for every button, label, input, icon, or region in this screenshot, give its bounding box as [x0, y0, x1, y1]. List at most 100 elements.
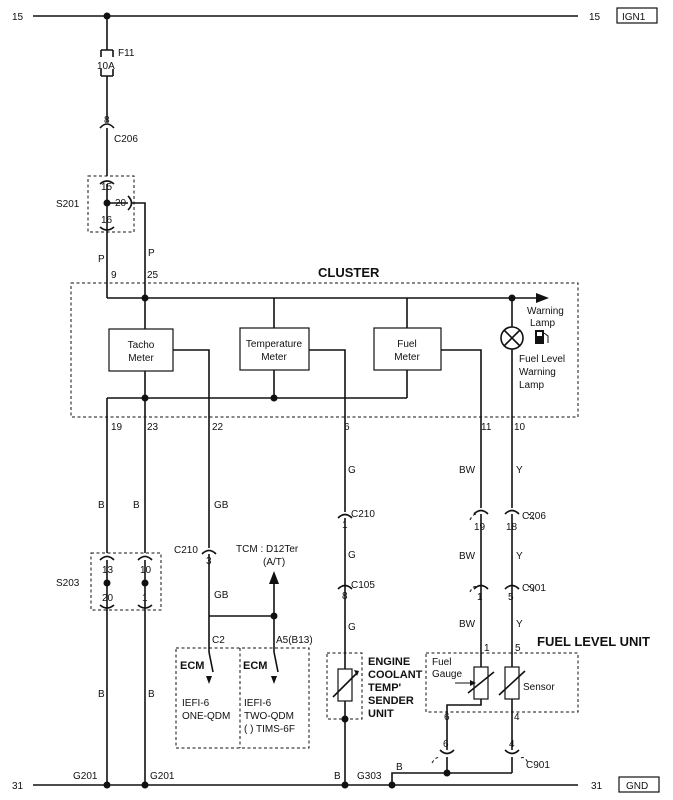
sensor-label: Sensor [523, 682, 555, 693]
fuel-label-2: Meter [394, 352, 420, 363]
c206-right-label: C206 [522, 511, 546, 522]
connector-c206-top [99, 123, 115, 129]
fuel-unit-pin-4: 4 [514, 712, 520, 723]
wiper-arrow-icon [470, 680, 476, 686]
wire-color-b1: B [98, 500, 105, 511]
c206-pin: 8 [104, 115, 110, 126]
gnd-tag-box [618, 776, 660, 793]
ecm-left-pin: C2 [212, 635, 225, 646]
connector-c206-right [469, 514, 535, 521]
wire-color-y1: Y [516, 465, 523, 476]
wire-color-g2: G [348, 550, 356, 561]
arrow-up-icon [269, 571, 279, 584]
c901-pin-4: 4 [509, 739, 515, 750]
cluster-pin-25: 25 [147, 270, 159, 281]
sender-label-4: SENDER [368, 695, 414, 707]
connector-c105 [337, 584, 353, 590]
wire-color-b4: B [148, 689, 155, 700]
ecm-right-pin: A5(B13) [276, 635, 313, 646]
cluster-pin-6: 6 [344, 422, 350, 433]
wire-color-p2: P [148, 248, 155, 259]
tacho-meter-box [108, 328, 174, 372]
fuse-icon [100, 49, 114, 57]
fuel-gauge-label-2: Gauge [432, 669, 462, 680]
cluster-pin-19: 19 [111, 422, 123, 433]
warning-lamp-label-1: Warning [527, 306, 564, 317]
c206-label: C206 [114, 134, 138, 145]
cluster-box [70, 282, 579, 418]
wire-color-p1: P [98, 254, 105, 265]
wire-color-y3: Y [516, 619, 523, 630]
ecm-right-line-1: IEFI-6 [244, 698, 272, 709]
wire-color-gb1: GB [214, 500, 229, 511]
wire-color-bw2: BW [459, 551, 476, 562]
temp-label-1: Temperature [246, 339, 303, 350]
c901-pin-6: 6 [443, 739, 449, 750]
gnd-tag: GND [626, 781, 648, 792]
fuse-rating: 10A [97, 61, 115, 72]
c901-pin-1: 1 [477, 592, 483, 603]
fuel-unit-pin-6: 6 [444, 712, 450, 723]
fuel-warn-label-1: Fuel Level [519, 354, 565, 365]
rail-label-bottom-right: 31 [591, 781, 603, 792]
fuel-unit-title: FUEL LEVEL UNIT [537, 634, 650, 649]
ecm-box [175, 647, 310, 749]
ecm-right-line-2: TWO-QDM [244, 711, 294, 722]
ecm-left-title: ECM [180, 660, 204, 672]
switch-icon [208, 651, 214, 673]
temperature-meter-box [239, 327, 310, 371]
s201-label: S201 [56, 199, 80, 210]
c210-g-label: C210 [351, 509, 375, 520]
s201-box [87, 175, 135, 233]
fuel-level-unit-box [425, 652, 579, 713]
fuel-pump-icon [535, 330, 549, 344]
c901-top-label: C901 [522, 583, 546, 594]
cluster-pin-23: 23 [147, 422, 159, 433]
connector-c901-top [469, 586, 535, 593]
sender-label-3: TEMP' [368, 682, 402, 694]
fuel-warn-label-3: Lamp [519, 380, 544, 391]
ecm-right-title: ECM [243, 660, 267, 672]
cluster-pin-22: 22 [212, 422, 224, 433]
temp-label-2: Meter [261, 352, 287, 363]
ign1-tag-box [616, 7, 658, 24]
wire-color-g1: G [348, 465, 356, 476]
ground-g201-a: G201 [73, 771, 98, 782]
cluster-pin-10: 10 [514, 422, 526, 433]
s203-label: S203 [56, 578, 80, 589]
ground-g303: G303 [357, 771, 382, 782]
connector-c901-bottom [431, 757, 529, 764]
arrow-right-icon [536, 293, 549, 303]
rail-label-top-left: 15 [12, 12, 24, 23]
s203-box [90, 552, 162, 611]
rail-label-bottom-left: 31 [12, 781, 24, 792]
sender-label-1: ENGINE [368, 656, 410, 668]
ecm-left-line-2: ONE-QDM [182, 711, 230, 722]
tacho-label-1: Tacho [128, 340, 155, 351]
wire-color-bw1: BW [459, 465, 476, 476]
wire-color-b-right: B [396, 762, 403, 773]
tcm-label-2: (A/T) [263, 557, 285, 568]
cluster-pin-11: 11 [481, 422, 492, 433]
wire-color-b3: B [98, 689, 105, 700]
sender-label-2: COOLANT [368, 669, 423, 681]
wire-color-bw3: BW [459, 619, 476, 630]
fuel-unit-pin-5: 5 [515, 643, 521, 654]
wire-color-g3: G [348, 622, 356, 633]
wire-color-gb2: GB [214, 590, 229, 601]
c210-gb-label: C210 [174, 545, 198, 556]
c105-label: C105 [351, 580, 375, 591]
cluster-pin-9: 9 [111, 270, 117, 281]
fuel-unit-pin-1: 1 [484, 643, 490, 654]
wire-color-y2: Y [516, 551, 523, 562]
fuel-warn-label-2: Warning [519, 367, 556, 378]
wire-color-b5: B [334, 771, 341, 782]
warning-lamp-label-2: Lamp [530, 318, 555, 329]
fuse-name: F11 [118, 48, 135, 59]
switch-icon-right [273, 651, 279, 673]
tacho-label-2: Meter [128, 353, 154, 364]
c901-bottom-label: C901 [526, 760, 550, 771]
ecm-right-line-3: ( ) TIMS-6F [244, 724, 295, 735]
rail-label-top-right: 15 [589, 12, 601, 23]
